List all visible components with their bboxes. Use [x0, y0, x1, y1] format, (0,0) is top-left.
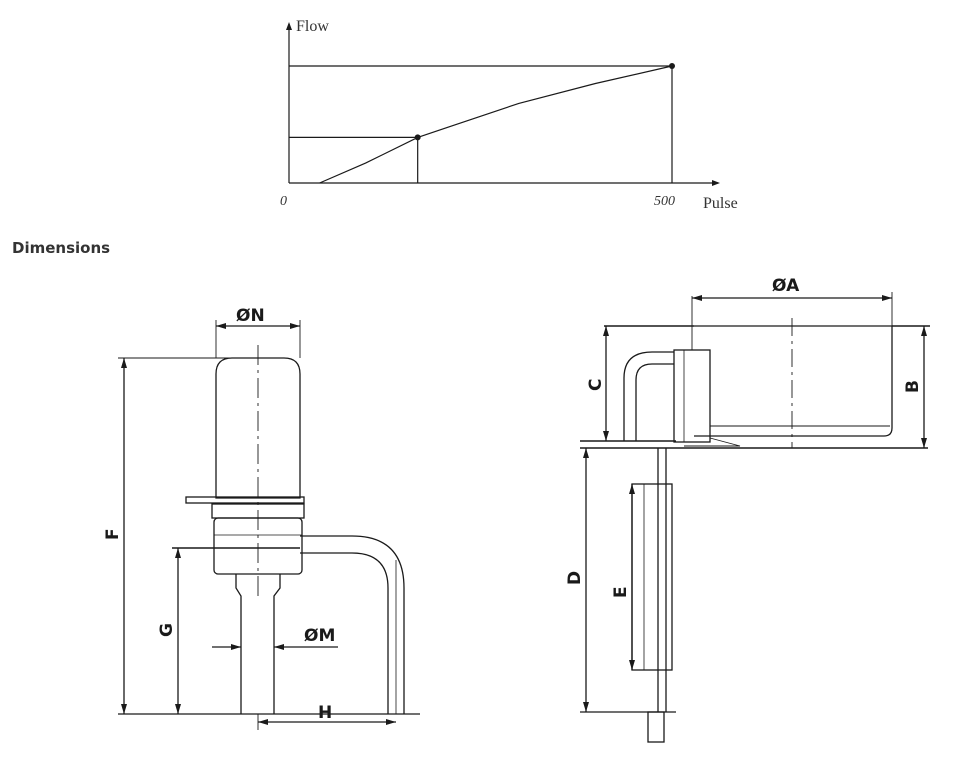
- chart-x-axis-arrow: [712, 180, 720, 186]
- valve-top-view: [580, 292, 930, 743]
- chart-x-axis-label: Pulse: [703, 195, 738, 212]
- dim-label-C: C: [586, 379, 606, 391]
- dim-label-H: H: [318, 703, 332, 723]
- valve-stem-left: [235, 574, 242, 714]
- dim-label-D: D: [565, 571, 585, 585]
- dim-label-F: F: [103, 528, 123, 540]
- chart-point-max: [669, 63, 675, 69]
- chart-x-tick-500: 500: [654, 194, 675, 209]
- cable-outer: [623, 351, 674, 441]
- dim-label-G: G: [157, 623, 177, 637]
- dim-label-B: B: [903, 380, 923, 393]
- valve-flange: [185, 496, 305, 504]
- coil-body: [694, 325, 893, 437]
- flow-curve-series: [319, 65, 673, 184]
- coil-connector: [673, 349, 711, 443]
- valve-coil-housing: [215, 357, 301, 499]
- dim-label-A: ØA: [772, 276, 800, 296]
- dim-label-M: ØM: [304, 626, 335, 646]
- valve-pipe-outer: [300, 535, 405, 714]
- section-title: Dimensions: [12, 239, 111, 257]
- valve-body: [213, 517, 303, 575]
- cable-inner: [635, 363, 674, 441]
- dim-label-N: ØN: [236, 306, 265, 326]
- chart-point-mid: [414, 134, 421, 141]
- valve-pipe-inner: [300, 552, 389, 714]
- valve-stem-right: [273, 574, 281, 714]
- stem-tip: [647, 711, 665, 743]
- dim-label-E: E: [611, 586, 631, 598]
- chart-y-axis-label: Flow: [296, 18, 329, 35]
- chart-x-tick-0: 0: [280, 194, 287, 209]
- valve-side-view: [118, 320, 420, 730]
- chart-y-axis-arrow: [286, 22, 292, 30]
- flow-chart: [286, 22, 720, 186]
